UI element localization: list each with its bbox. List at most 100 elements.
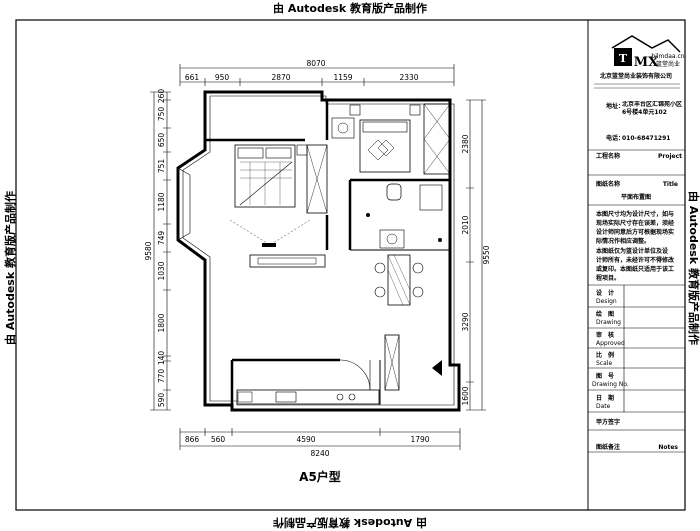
dim-right: 2380 xyxy=(461,134,470,153)
door-arc-kitchen xyxy=(339,359,371,391)
row-label-drawing-no: 图 号 xyxy=(596,372,614,380)
watermark-top: 由 Autodesk 教育版产品制作 xyxy=(272,2,427,15)
kitchen-sink xyxy=(275,391,297,403)
dining-table xyxy=(387,254,411,306)
row-label-notes-en: Notes xyxy=(658,444,678,451)
row-label-scale-en: Scale xyxy=(596,360,612,367)
note-line: 程项目。 xyxy=(595,274,620,282)
shoe-cabinet xyxy=(384,334,400,391)
floor-plan xyxy=(176,90,461,412)
dim-bottom-total: 8240 xyxy=(310,449,329,458)
logo-url: bjlmdaa.cn xyxy=(651,53,684,60)
shower xyxy=(419,184,443,211)
row-label-date-en: Date xyxy=(596,403,611,410)
phone-label: 电话： xyxy=(606,134,624,142)
entrance-arrow xyxy=(432,360,442,376)
sheet-border xyxy=(15,19,686,511)
address: 北京丰台区汇锦苑小区6号楼4单元102 xyxy=(622,101,682,116)
dim-left: 590 xyxy=(157,393,166,408)
washbasin xyxy=(379,229,405,249)
logo-slogan: 篮堂尚业 xyxy=(656,60,680,68)
dim-left: 260 xyxy=(157,89,166,104)
dim-top: 950 xyxy=(215,73,230,82)
dim-right: 2010 xyxy=(461,215,470,234)
dim-bottom: 560 xyxy=(211,435,226,444)
dim-right: 3290 xyxy=(461,312,470,331)
dim-left-total: 9580 xyxy=(144,241,153,260)
row-label-approved-en: Approved xyxy=(596,340,625,347)
svg-text:T: T xyxy=(619,52,628,65)
row-label-drawing-no-en: Drawing No. xyxy=(592,381,629,388)
tv xyxy=(262,243,276,247)
note-line: 际情况作相应调整。 xyxy=(596,237,650,245)
note-line: 设计师同意后方可根据现场实 xyxy=(596,228,674,236)
phone: 010-68471291 xyxy=(622,135,670,142)
outer-wall xyxy=(176,90,461,412)
row-label-client-sign: 甲方签字 xyxy=(596,418,620,426)
row-label-drawing-en: Drawing xyxy=(596,319,621,326)
bay-window xyxy=(177,167,191,241)
dining-chair xyxy=(412,286,424,298)
row-label-approved: 审 核 xyxy=(596,331,614,339)
dim-top: 1159 xyxy=(333,73,352,82)
row-label-design: 设 计 xyxy=(596,289,614,297)
drawing-name-label-en: Title xyxy=(663,181,678,188)
toilet xyxy=(386,183,402,201)
drawing-name: 平面布置图 xyxy=(621,193,651,201)
dim-top-total: 8070 xyxy=(306,59,325,68)
dining-chair xyxy=(374,286,386,298)
tv-cabinet xyxy=(249,254,326,268)
dim-right: 1600 xyxy=(461,386,470,405)
row-label-notes: 图纸备注 xyxy=(596,443,620,451)
row-label-drawing: 绘 图 xyxy=(596,310,614,318)
dim-left: 770 xyxy=(157,369,166,384)
dining-chair xyxy=(374,262,386,274)
wardrobe-1 xyxy=(306,144,328,214)
chair-bedroom2 xyxy=(331,117,355,139)
row-label-date: 日 期 xyxy=(596,394,614,402)
dim-top: 661 xyxy=(185,73,200,82)
drawing-name-label: 图纸名称 xyxy=(596,180,620,188)
bed-2 xyxy=(359,119,411,173)
dimension-text: 8070 661 950 2870 1159 2330 8240 866 560… xyxy=(144,59,491,458)
dim-left: 1180 xyxy=(157,192,166,211)
company-name: 北京篮堂尚业装饰有限公司 xyxy=(600,72,672,80)
dim-bottom: 4590 xyxy=(296,435,315,444)
company-logo: T MX bjlmdaa.cn 篮堂尚业 xyxy=(611,35,685,70)
bed-1 xyxy=(234,144,296,208)
dim-left: 650 xyxy=(157,133,166,148)
dim-left: 751 xyxy=(157,159,166,174)
note-line: 现场实际尺寸存在误差，须经 xyxy=(596,219,674,227)
dim-left: 140 xyxy=(157,351,166,366)
row-label-scale: 比 例 xyxy=(596,351,614,359)
dim-bottom: 866 xyxy=(185,435,200,444)
stove xyxy=(348,393,356,401)
dimension-lines xyxy=(150,64,486,450)
kitchen-counter xyxy=(236,389,380,405)
dim-left: 1800 xyxy=(157,313,166,332)
dim-right-total: 9550 xyxy=(482,245,491,264)
stove xyxy=(336,393,344,401)
dim-left: 1030 xyxy=(157,261,166,280)
plan-title: A5户型 xyxy=(299,470,341,484)
wardrobe-2 xyxy=(423,103,451,175)
note-line: 本图纸仅为篮设计单位及设 xyxy=(596,247,668,255)
dim-top: 2870 xyxy=(271,73,290,82)
title-block: T MX bjlmdaa.cn 篮堂尚业 北京篮堂尚业装饰有限公司 地址： 北京… xyxy=(588,35,685,453)
dim-left: 749 xyxy=(157,231,166,246)
note-line: 或复印。本图纸只适用于该工 xyxy=(596,265,674,273)
address-label: 地址： xyxy=(606,102,624,110)
svg-text:MX: MX xyxy=(634,55,659,70)
dim-top: 2330 xyxy=(399,73,418,82)
nightstand xyxy=(296,144,308,156)
project-label-en: Project xyxy=(658,153,682,160)
note-line: 本图尺寸均为设计尺寸，如与 xyxy=(596,210,674,218)
dim-bottom: 1790 xyxy=(410,435,429,444)
row-label-design-en: Design xyxy=(596,298,617,305)
dim-left: 750 xyxy=(157,107,166,122)
note-line: 计师所有，未经许可不得修改 xyxy=(596,256,675,264)
project-label: 工程名称 xyxy=(596,152,620,160)
dining-chair xyxy=(412,262,424,274)
